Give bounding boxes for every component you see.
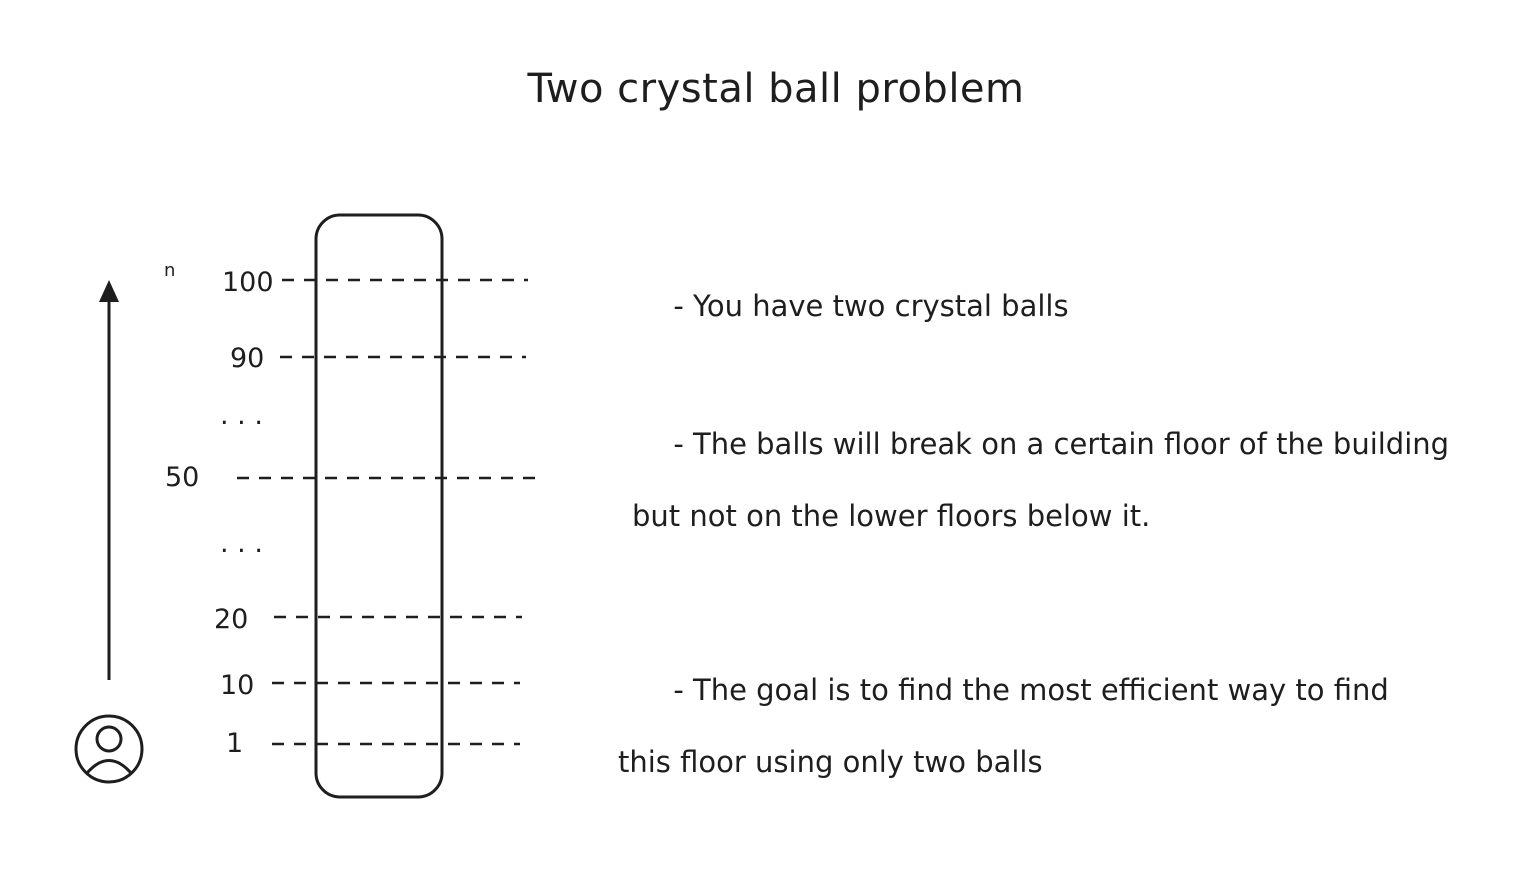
diagram-title: Two crystal ball problem [527, 66, 1025, 112]
note-line: this floor using only two balls [618, 745, 1043, 779]
note-two-balls: - You have two crystal balls [618, 252, 1478, 360]
building-shape [314, 213, 444, 799]
note-line: - The balls will break on a certain floo… [673, 427, 1450, 461]
floor-label-20: 20 [214, 604, 248, 635]
user-circle-icon [74, 714, 144, 784]
floor-label-100: 100 [222, 267, 274, 298]
note-line: but not on the lower floors below it. [632, 499, 1151, 533]
floor-label-1: 1 [226, 728, 243, 759]
note-break-floor: - The balls will break on a certain floo… [618, 390, 1478, 606]
floor-label-10: 10 [220, 670, 254, 701]
problem-notes: - You have two crystal balls - The balls… [618, 252, 1478, 882]
floor-label-ellipsis-upper: . . . [220, 400, 263, 431]
floor-label-ellipsis-lower: . . . [220, 528, 263, 559]
floor-label-50: 50 [165, 462, 199, 493]
note-goal: - The goal is to find the most efficient… [618, 636, 1478, 852]
floor-label-90: 90 [230, 343, 264, 374]
note-line: - You have two crystal balls [673, 289, 1069, 323]
arrow-up-icon [99, 280, 119, 680]
axis-label: n [164, 260, 175, 281]
note-line: - The goal is to find the most efficient… [673, 673, 1389, 707]
